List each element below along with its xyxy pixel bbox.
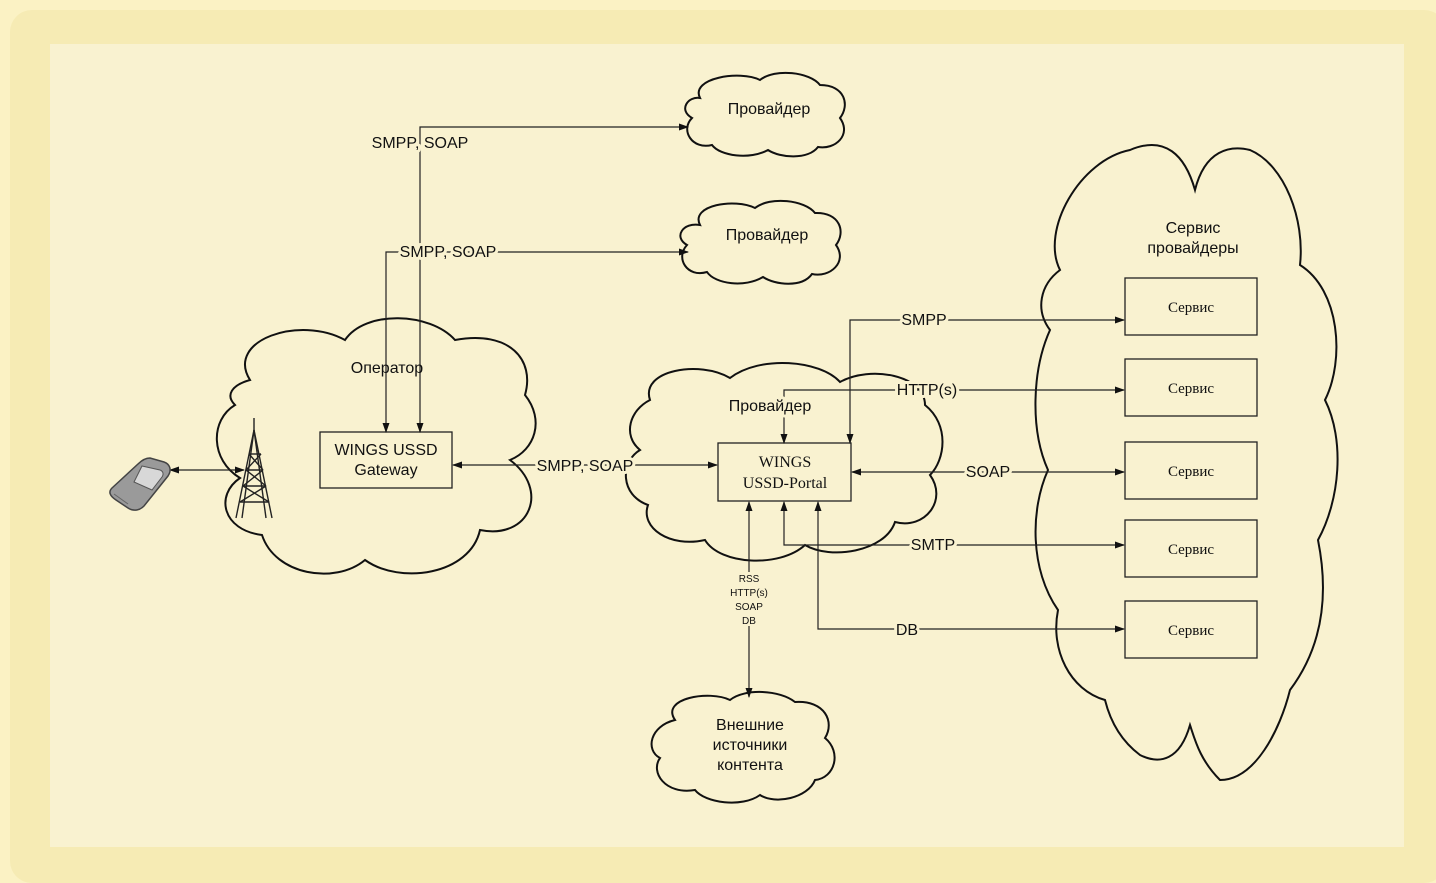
external-protocol-rss: RSS (739, 574, 760, 585)
cloud-label-provider-portal: Провайдер (729, 398, 812, 415)
edge-label-soap: SOAP (966, 464, 1010, 481)
cloud-label-service-providers-1: Сервис (1166, 220, 1221, 237)
cloud-label-service-providers-2: провайдеры (1147, 240, 1238, 257)
cloud-label-external-2: источники (713, 737, 788, 754)
service-label-5: Сервис (1168, 623, 1214, 639)
service-box-5 (1124, 600, 1258, 659)
portal-label-1: WINGS (759, 454, 811, 471)
gateway-label-1: WINGS USSD (334, 442, 437, 459)
external-protocol-db: DB (742, 616, 756, 627)
service-box-1 (1124, 277, 1258, 336)
diagram-canvas (50, 44, 1404, 847)
edge-label-smpp: SMPP (901, 312, 946, 329)
edge-label-db: DB (896, 622, 918, 639)
edge-label-provider-second: SMPP, SOAP (400, 244, 497, 261)
link-gateway-provider-top (416, 123, 689, 433)
link-gateway-provider-second (382, 248, 689, 433)
cloud-label-external-1: Внешние (716, 717, 784, 734)
edge-label-http: HTTP(s) (897, 382, 957, 399)
external-protocol-http: HTTP(s) (730, 588, 768, 599)
service-box-3 (1124, 441, 1258, 500)
service-label-2: Сервис (1168, 381, 1214, 397)
cloud-label-provider-top: Провайдер (728, 101, 811, 118)
link-portal-http (780, 386, 1125, 444)
radio-tower-icon (235, 418, 273, 519)
gateway-label-2: Gateway (354, 462, 417, 479)
service-label-4: Сервис (1168, 542, 1214, 558)
service-box-4 (1124, 519, 1258, 578)
service-label-3: Сервис (1168, 464, 1214, 480)
edge-label-smtp: SMTP (911, 537, 955, 554)
link-portal-db (814, 501, 1125, 633)
link-portal-smpp (846, 316, 1125, 444)
cloud-label-external-3: контента (717, 757, 783, 774)
external-protocol-soap: SOAP (735, 602, 763, 613)
edge-label-gateway-portal: SMPP, SOAP (537, 458, 634, 475)
cloud-external-sources (650, 690, 836, 804)
cloud-label-provider-second: Провайдер (726, 227, 809, 244)
service-label-1: Сервис (1168, 300, 1214, 316)
edge-label-provider-top: SMPP, SOAP (372, 135, 469, 152)
gateway-box (319, 431, 453, 489)
external-protocols-bg (727, 572, 771, 626)
cloud-label-operator: Оператор (351, 360, 424, 377)
service-box-2 (1124, 358, 1258, 417)
portal-box (717, 442, 852, 502)
mobile-phone-icon (109, 457, 171, 511)
portal-label-2: USSD-Portal (743, 475, 828, 492)
